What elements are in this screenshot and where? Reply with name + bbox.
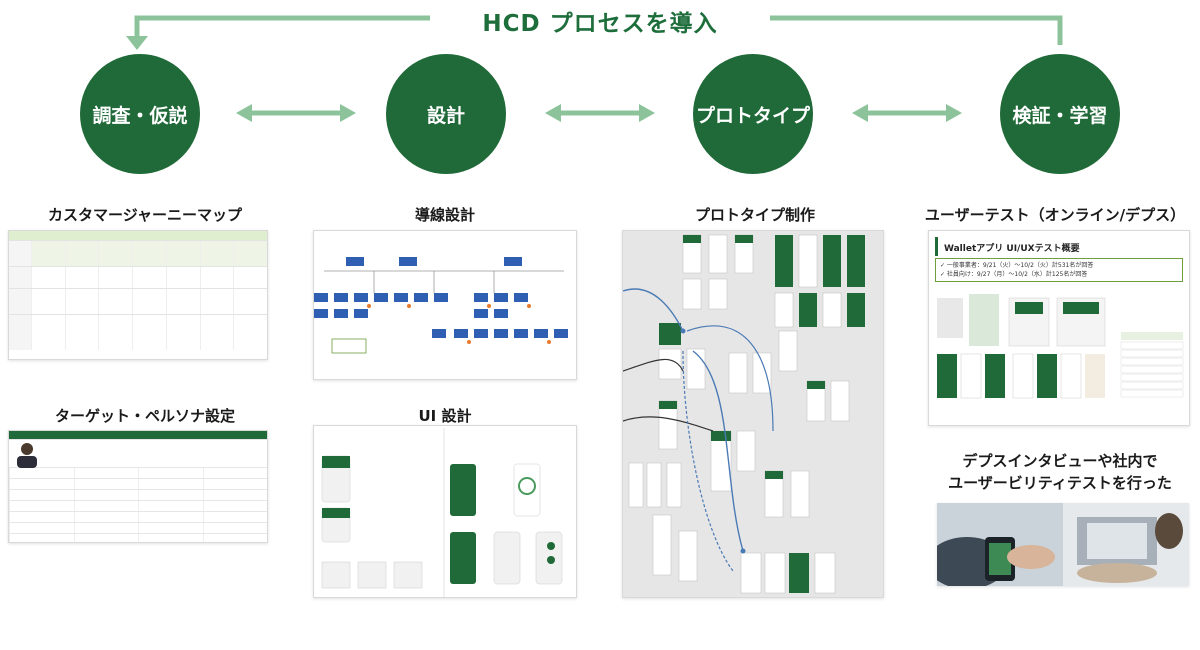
interview-caption-line2: ユーザービリティテストを行った <box>948 473 1172 492</box>
phase-design-circle: 設計 <box>386 54 506 174</box>
heading-user-test: ユーザーテスト（オンライン/デプス） <box>924 206 1186 224</box>
heading-prototype: プロトタイプ制作 <box>694 206 815 224</box>
phase-design-label: 設計 <box>426 104 465 127</box>
phase-research-circle: 調査・仮説 <box>80 54 200 174</box>
interview-photo-drawing <box>937 503 1189 586</box>
ui-design-drawing <box>321 428 563 597</box>
journey-map-row <box>9 266 267 288</box>
phase-validation-circle: 検証・学習 <box>1000 54 1120 174</box>
double-arrow-1 <box>236 104 356 122</box>
heading-flow-design: 導線設計 <box>414 206 475 224</box>
persona-header-bar <box>9 431 267 439</box>
user-test-thumbnail: Walletアプリ UI/UXテスト概要 ✓ 一般事業者：9/21（火）〜10/… <box>928 230 1190 426</box>
journey-map-row <box>9 288 267 314</box>
phase-prototype-circle: プロトタイプ <box>693 54 813 174</box>
double-arrow-2 <box>545 104 655 122</box>
journey-map-row <box>9 240 267 266</box>
journey-map-header <box>9 231 267 240</box>
phase-validation-label: 検証・学習 <box>1012 104 1108 127</box>
heading-journey-map: カスタマージャーニーマップ <box>48 206 242 224</box>
persona-avatar-icon <box>17 443 37 468</box>
flow-diagram-drawing <box>314 257 568 354</box>
prototype-board-drawing <box>623 234 865 594</box>
persona-thumbnail <box>8 430 268 543</box>
heading-persona: ターゲット・ペルソナ設定 <box>54 407 235 425</box>
user-test-doc-screens <box>937 294 1184 399</box>
process-title: HCD プロセスを導入 <box>430 4 770 38</box>
user-test-doc-line-staff: ✓ 社員向け：9/27（月）〜10/2（水）計125名が回答 <box>940 271 1088 278</box>
prototype-thumbnail <box>622 230 884 598</box>
persona-row <box>9 511 267 522</box>
interview-caption-line1: デプスインタビューや社内で <box>962 452 1158 470</box>
persona-row <box>9 478 267 489</box>
persona-row <box>9 489 267 500</box>
phase-prototype-label: プロトタイプ <box>695 104 810 127</box>
flow-design-thumbnail <box>313 230 577 380</box>
phase-research-label: 調査・仮説 <box>92 104 188 127</box>
persona-row <box>9 522 267 533</box>
double-arrow-3 <box>852 104 962 122</box>
journey-map-row <box>9 314 267 350</box>
persona-row <box>9 467 267 478</box>
heading-ui-design: UI 設計 <box>418 407 472 425</box>
journey-map-thumbnail <box>8 230 268 360</box>
persona-profile <box>9 439 267 468</box>
user-test-doc-line-general: ✓ 一般事業者：9/21（火）〜10/2（火）計531名が回答 <box>940 262 1094 269</box>
interview-photo <box>937 503 1189 586</box>
user-test-doc-summary: ✓ 一般事業者：9/21（火）〜10/2（火）計531名が回答 ✓ 社員向け：9… <box>935 258 1183 282</box>
persona-row <box>9 533 267 542</box>
ui-design-thumbnail <box>313 425 577 598</box>
persona-row <box>9 500 267 511</box>
user-test-doc-title: Walletアプリ UI/UXテスト概要 <box>935 237 1183 256</box>
interview-caption: デプスインタビューや社内で ユーザービリティテストを行った <box>925 451 1195 495</box>
